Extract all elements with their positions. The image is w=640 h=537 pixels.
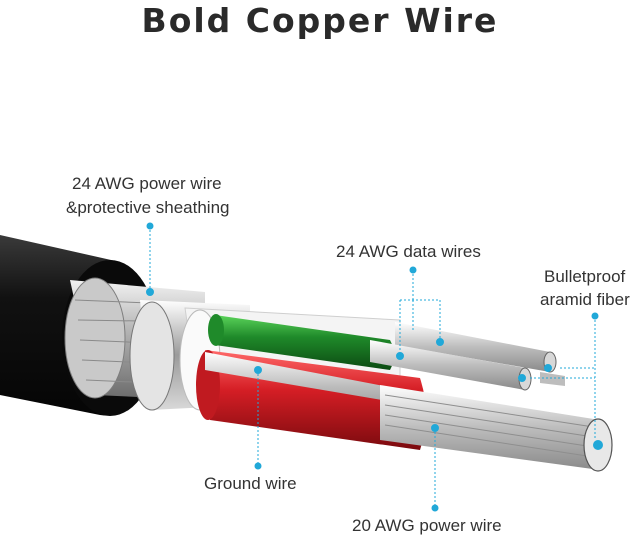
label-data-wires: 24 AWG data wires [336, 242, 481, 261]
power-wire-strands [380, 385, 613, 472]
label-power-sheath-line2: &protective sheathing [66, 198, 230, 217]
data-wire-strands [370, 322, 565, 391]
green-data-wire [208, 314, 394, 370]
label-aramid-line2: aramid fiber [540, 290, 630, 309]
callouts [146, 222, 599, 512]
label-20awg-power: 20 AWG power wire [352, 516, 502, 535]
label-aramid-line1: Bulletproof [544, 267, 626, 286]
page-title: Bold Copper Wire [141, 1, 499, 40]
label-power-sheath-line1: 24 AWG power wire [72, 174, 222, 193]
label-ground-wire: Ground wire [204, 474, 297, 493]
